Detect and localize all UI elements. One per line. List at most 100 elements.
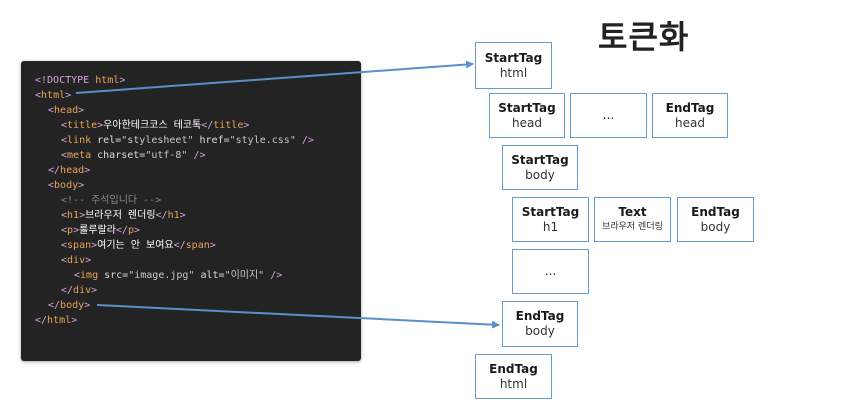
token-starttag-head: StartTag head [489, 93, 565, 138]
code-token: < [48, 180, 55, 191]
arrow-body-to-endtag [96, 304, 500, 329]
code-token: 룰루랄라 [79, 225, 116, 236]
code-token: < [61, 150, 68, 161]
code-token: "이미지" [224, 270, 271, 281]
code-token: > [65, 90, 72, 101]
token-type: EndTag [665, 100, 715, 115]
code-token: html [95, 75, 120, 86]
code-token: </ [48, 165, 61, 176]
token-type: EndTag [489, 361, 538, 376]
code-token: head [54, 105, 79, 116]
code-token: < [35, 90, 42, 101]
code-token: < [61, 135, 68, 146]
token-value: body [525, 324, 555, 338]
code-token: link [67, 135, 98, 146]
code-token: h1 [67, 210, 80, 221]
token-type: ... [544, 264, 557, 278]
code-token: > [119, 75, 126, 86]
code-line: </html> [35, 313, 77, 328]
code-line: </div> [61, 283, 97, 298]
code-token: 브라우저 렌더링 [85, 210, 156, 221]
token-value: body [700, 219, 731, 234]
token-endtag-html: EndTag html [475, 354, 552, 399]
token-value: html [499, 65, 528, 80]
token-value: head [512, 115, 542, 130]
code-line: <img src="image.jpg" alt="이미지" /> [74, 268, 282, 283]
slide-title: 토큰화 [598, 18, 690, 56]
token-starttag-html: StartTag html [475, 42, 552, 89]
code-line: </body> [48, 298, 90, 313]
code-token: span [67, 240, 92, 251]
code-token: < [61, 255, 68, 266]
code-token: 여기는 안 보여요 [97, 240, 174, 251]
token-type: ... [602, 108, 615, 122]
token-ellipsis-head: ... [570, 93, 647, 138]
code-line: <meta charset="utf-8" /> [61, 148, 206, 163]
code-token: < [61, 120, 68, 131]
code-token: > [85, 255, 92, 266]
code-token: html [41, 90, 66, 101]
code-token: > [97, 120, 104, 131]
code-token: > [73, 225, 80, 236]
code-line: <link rel="stylesheet" href="style.css" … [61, 133, 314, 148]
code-token: "utf-8" [145, 150, 194, 161]
code-token: title [67, 120, 98, 131]
code-line: <h1>브라우저 렌더링</h1> [61, 208, 186, 223]
code-token: > [71, 315, 78, 326]
code-token: > [84, 300, 91, 311]
token-type: StartTag [511, 152, 569, 167]
code-token: "style.css" [229, 135, 302, 146]
token-value: body [525, 167, 555, 182]
code-token: span [185, 240, 210, 251]
token-endtag-body: EndTag body [502, 301, 578, 347]
code-token: /> [193, 150, 206, 161]
arrow-html-to-starttag [75, 60, 474, 94]
code-token: html [47, 315, 72, 326]
token-endtag-head: EndTag head [652, 93, 728, 138]
code-token: body [60, 300, 85, 311]
code-token: < [61, 210, 68, 221]
code-token: head [60, 165, 85, 176]
code-token: > [133, 225, 141, 236]
code-token: 우아한테크코스 테코톡 [103, 120, 202, 131]
code-token: > [79, 210, 86, 221]
token-type: EndTag [691, 204, 740, 219]
code-token: alt= [200, 270, 225, 281]
token-value: 브라우저 렌더링 [602, 221, 663, 232]
code-token: href= [199, 135, 230, 146]
code-token: </ [173, 240, 186, 251]
token-endtag-body-h1-row: EndTag body [677, 197, 754, 242]
code-token: img [80, 270, 105, 281]
code-token: < [61, 225, 68, 236]
code-token: body [54, 180, 79, 191]
code-line: <span>여기는 안 보여요</span> [61, 238, 216, 253]
code-line: <head> [48, 103, 84, 118]
code-token: p [127, 225, 134, 236]
code-line: <html> [35, 88, 71, 103]
code-token: </ [48, 300, 61, 311]
code-token: </ [115, 225, 128, 236]
code-token: /> [301, 135, 314, 146]
code-token: > [243, 120, 250, 131]
code-token: > [78, 105, 85, 116]
code-token: > [91, 240, 98, 251]
code-token: title [213, 120, 244, 131]
code-line: <p>룰루랄라</p> [61, 223, 140, 238]
token-ellipsis-body: ... [512, 249, 589, 294]
token-starttag-h1: StartTag h1 [512, 197, 589, 242]
code-token: p [67, 225, 74, 236]
code-token: </ [155, 210, 168, 221]
token-type: EndTag [515, 309, 565, 323]
code-token: </ [201, 120, 214, 131]
code-token: < [74, 270, 81, 281]
code-token: > [209, 240, 216, 251]
code-token: < [61, 240, 68, 251]
code-line: </head> [48, 163, 90, 178]
token-type: Text [618, 204, 647, 219]
code-token: div [67, 255, 86, 266]
code-line: <!DOCTYPE html> [35, 73, 125, 88]
code-token: </ [35, 315, 48, 326]
code-token: < [48, 105, 55, 116]
html-code-panel: <!DOCTYPE html><html><head><title>우아한테크코… [21, 61, 361, 361]
code-token: "stylesheet" [121, 135, 200, 146]
